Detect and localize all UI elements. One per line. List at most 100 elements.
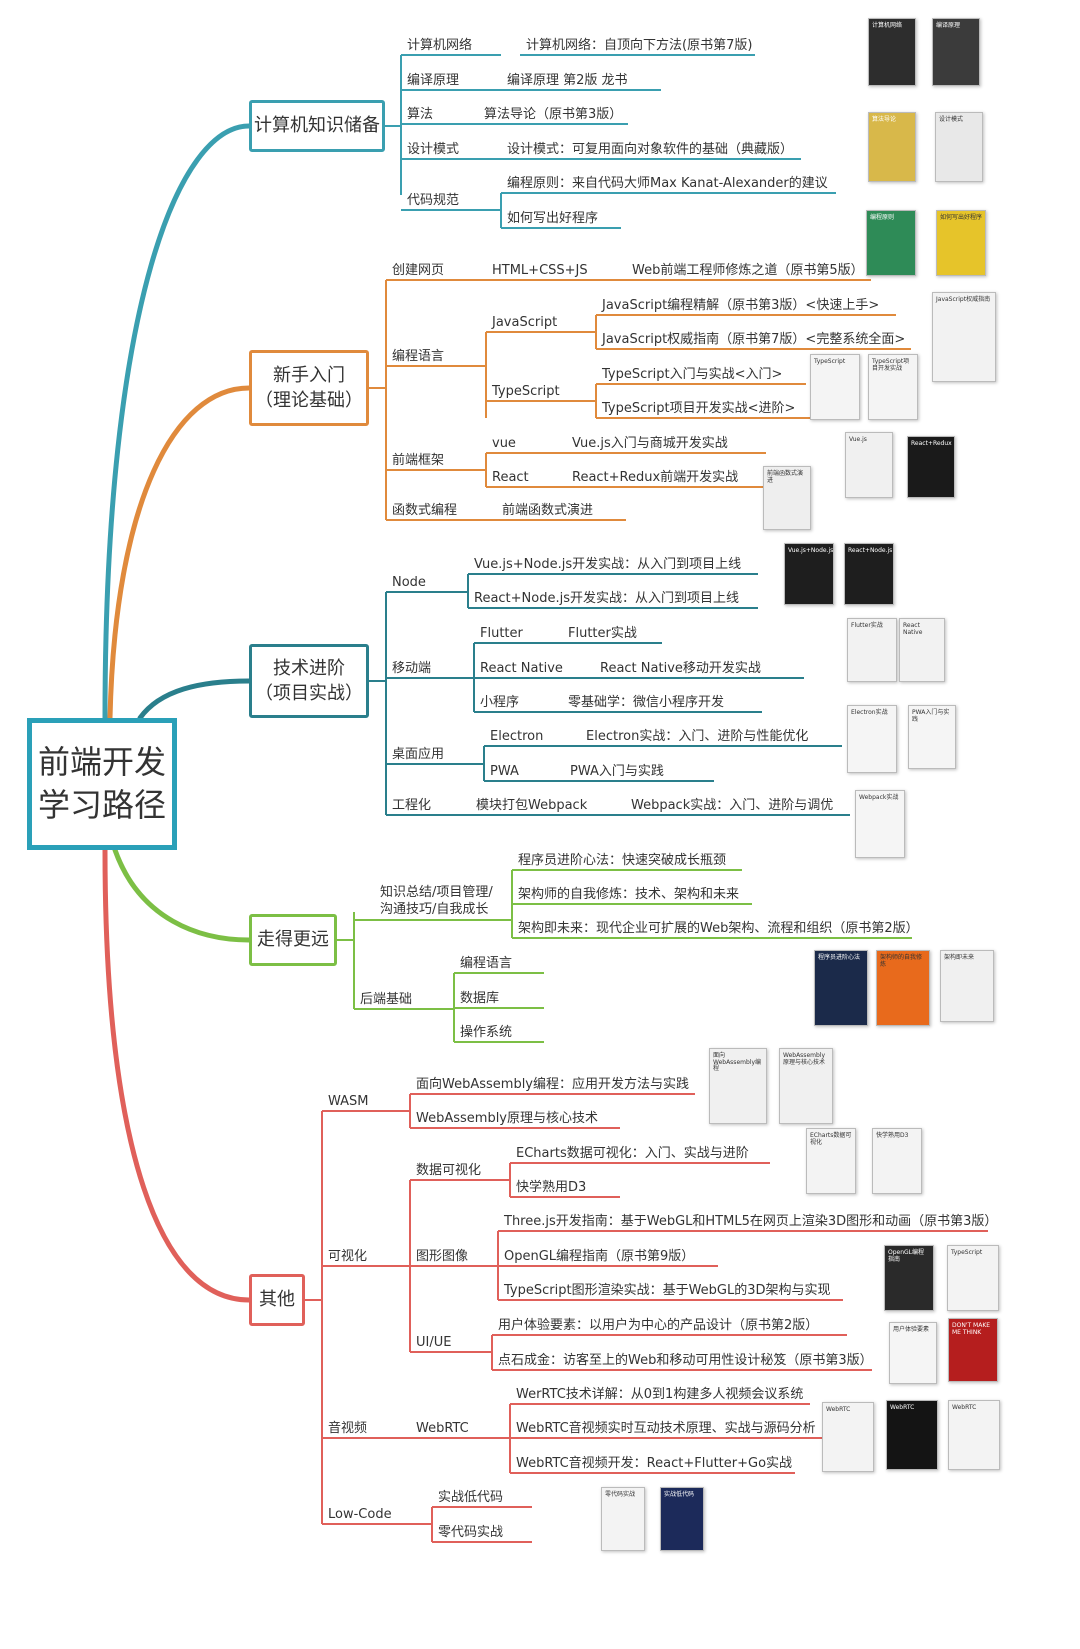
book-opengl: OpenGL编程指南: [884, 1245, 934, 1311]
topic-compiler: 编译原理: [407, 73, 459, 88]
branch-getting-started: 新手入门 （理论基础）: [249, 350, 369, 426]
book-cover-title: JavaScript权威指南: [936, 296, 991, 303]
book-cover-title: DON'T MAKE ME THINK: [952, 1322, 991, 1336]
book-cover-title: Vue.js+Node.js: [788, 547, 834, 554]
topic-algorithms: 算法: [407, 107, 433, 122]
topic-mobile: 移动端: [392, 661, 431, 676]
book-title: React Native移动开发实战: [600, 660, 761, 676]
book-cover-title: 架构即未来: [944, 954, 975, 961]
book-title: WerRTC技术详解：从0到1构建多人视频会议系统: [516, 1386, 803, 1402]
book-title: 算法导论（原书第3版）: [484, 107, 622, 122]
book-cover-title: WebRTC: [952, 1404, 977, 1411]
book-cover-title: PWA入门与实践: [912, 709, 950, 723]
book-ux-elements: 用户体验要素: [889, 1322, 937, 1384]
root-node: 前端开发 学习路径: [27, 718, 177, 850]
book-cover-title: TypeScript项目开发实战: [872, 358, 910, 372]
book-title: Three.js开发指南：基于WebGL和HTML5在网页上渲染3D图形和动画（…: [503, 1213, 997, 1229]
subtopic-typescript: TypeScript: [491, 384, 560, 399]
book-title: TypeScript图形渲染实战：基于WebGL的3D架构与实现: [503, 1282, 831, 1298]
book-cover-title: 架构师的自我修炼: [880, 954, 923, 968]
book-cover-title: 编译原理: [936, 22, 961, 29]
branch-going-further: 走得更远: [249, 914, 337, 966]
book-cover-title: React+Node.js: [848, 547, 893, 554]
book-cover-title: React Native: [903, 622, 923, 636]
book-fp: 前端函数式演进: [763, 466, 811, 530]
topic-design-patterns: 设计模式: [407, 142, 459, 157]
book-title: 编程语言: [460, 956, 512, 971]
topic-desktop: 桌面应用: [392, 746, 444, 762]
root-to-branch-5: [102, 847, 252, 1303]
book-title: Webpack实战：入门、进阶与调优: [631, 798, 833, 813]
book-webrtc-3: WebRTC: [948, 1400, 1000, 1470]
book-flutter: Flutter实战: [847, 618, 897, 682]
book-cover-title: TypeScript: [814, 358, 846, 365]
book-cover-title: WebAssembly原理与核心技术: [783, 1052, 826, 1066]
book-cover-title: Vue.js: [849, 436, 867, 443]
subtopic-react: React: [492, 470, 529, 485]
book-title: 零代码实战: [438, 1525, 503, 1540]
book-title: JavaScript编程精解（原书第3版）<快速上手>: [601, 298, 879, 313]
book-cover-title: 程序员进阶心法: [818, 954, 861, 961]
book-ts-project: TypeScript项目开发实战: [868, 354, 918, 420]
book-ts-intro: TypeScript: [810, 354, 860, 420]
subtopic-pwa: PWA: [490, 764, 519, 779]
book-echarts: ECharts数据可视化: [806, 1128, 856, 1194]
book-arch-future: 架构即未来: [940, 950, 994, 1022]
book-dont-make-me-think: DON'T MAKE ME THINK: [948, 1318, 998, 1382]
root-to-branch-3: [137, 678, 252, 721]
book-title: PWA入门与实践: [570, 764, 664, 779]
book-title: 快学熟用D3: [516, 1179, 586, 1195]
book-title: 架构师的自我修炼：技术、架构和未来: [518, 886, 739, 902]
book-title: WebAssembly原理与核心技术: [416, 1111, 598, 1126]
subtopic-webpack: 模块打包Webpack: [476, 798, 588, 813]
book-cover-title: 用户体验要素: [893, 1326, 930, 1333]
book-title: Web前端工程师修炼之道（原书第5版）: [632, 262, 864, 278]
book-cover-title: Electron实战: [851, 709, 888, 716]
topic-engineering: 工程化: [392, 798, 431, 813]
book-cover-title: ECharts数据可视化: [810, 1132, 852, 1146]
book-title: ECharts数据可视化：入门、实战与进阶: [516, 1146, 749, 1161]
subtopic-vue: vue: [492, 436, 516, 451]
book-cover-title: WebRTC: [826, 1406, 851, 1413]
topic-backend-basics: 后端基础: [360, 992, 412, 1007]
book-title: 数据库: [460, 990, 499, 1006]
book-title: Electron实战：入门、进阶与性能优化: [586, 729, 808, 744]
book-title: 用户体验要素：以用户为中心的产品设计（原书第2版）: [498, 1317, 818, 1333]
book-title: JavaScript权威指南（原书第7版）<完整系统全面>: [601, 331, 905, 347]
topic-frontend-framework: 前端框架: [392, 452, 444, 468]
book-computer-networking: 计算机网络: [868, 18, 916, 86]
book-cover-title: Flutter实战: [851, 622, 883, 629]
branch-cs-fundamentals: 计算机知识储备: [249, 100, 385, 152]
topic-lowcode: Low-Code: [328, 1507, 392, 1522]
book-wasm-core: WebAssembly原理与核心技术: [779, 1048, 833, 1124]
book-d3: 快学熟用D3: [872, 1128, 922, 1194]
book-algorithms: 算法导论: [868, 112, 916, 182]
book-cover-title: 算法导论: [872, 116, 897, 123]
book-cover-title: 实战低代码: [664, 1491, 695, 1498]
subtopic-react-native: React Native: [480, 661, 563, 676]
book-lowcode-2: 实战低代码: [660, 1487, 704, 1551]
topic-create-webpage: 创建网页: [392, 263, 444, 278]
book-title: WebRTC音视频开发：React+Flutter+Go实战: [516, 1455, 792, 1471]
book-lowcode: 零代码实战: [601, 1487, 645, 1551]
root-to-branch-4: [112, 847, 252, 943]
topic-networking: 计算机网络: [407, 37, 472, 53]
book-title: 程序员进阶心法：快速突破成长瓶颈: [518, 852, 726, 868]
book-vue-shop: Vue.js: [845, 432, 893, 498]
topic-soft-skills-line2: 沟通技巧/自我成长: [380, 902, 488, 917]
book-pwa: PWA入门与实践: [908, 705, 956, 769]
book-title: React+Node.js开发实战：从入门到项目上线: [474, 590, 739, 606]
topic-soft-skills: 知识总结/项目管理/: [380, 884, 493, 900]
book-title: 面向WebAssembly编程：应用开发方法与实践: [416, 1076, 689, 1092]
book-coding-principles: 编程原则: [866, 210, 916, 276]
book-architect: 架构师的自我修炼: [876, 950, 930, 1026]
root-to-branch-2: [107, 385, 252, 721]
topic-audio-video: 音视频: [328, 1420, 367, 1436]
book-cover-title: 设计模式: [939, 116, 964, 123]
branch-advanced: 技术进阶 （项目实战）: [249, 644, 369, 718]
book-title: OpenGL编程指南（原书第9版）: [504, 1248, 694, 1264]
book-title: Vue.js入门与商城开发实战: [572, 435, 728, 451]
book-cover-title: OpenGL编程指南: [888, 1249, 925, 1263]
book-title: Flutter实战: [568, 626, 637, 641]
